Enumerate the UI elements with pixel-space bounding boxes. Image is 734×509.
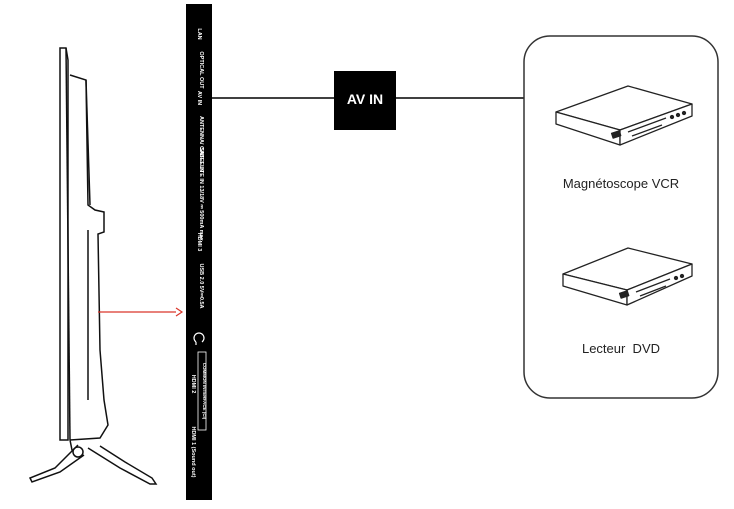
port-panel: LAN OPTICAL OUT AV IN ANTENNA/ CABLE IN … [186,4,212,500]
svg-text:AV IN: AV IN [196,91,202,105]
dvd-label: Lecteur DVD [582,341,660,356]
port-label-av-in: AV IN [196,91,202,105]
svg-text:OPTICAL OUT: OPTICAL OUT [198,51,204,89]
dvd-player-icon [562,247,693,306]
svg-text:COMMON INTERFACE (CI): COMMON INTERFACE (CI) [202,363,207,420]
port-label-usb: USB 2.0 5V⎓0.5A [198,263,204,308]
tv-side-view [28,47,158,485]
svg-text:HDMI 1 (Sound out): HDMI 1 (Sound out) [190,426,196,477]
svg-text:LAN: LAN [196,28,202,39]
common-interface-slot: COMMON INTERFACE (CI) [197,351,207,431]
pointer-arrow [98,307,184,317]
svg-text:SATELLITE IN 13/18V ⎓ 500mA ma: SATELLITE IN 13/18V ⎓ 500mA max [198,147,204,241]
vcr-icon [555,85,693,146]
port-label-optical-out: OPTICAL OUT [198,51,204,89]
svg-text:ANTENNA/ CABLE IN: ANTENNA/ CABLE IN [198,116,204,172]
svg-text:Lecteur DVD: Lecteur DVD [582,341,660,356]
svg-text:HDMI 3: HDMI 3 [196,233,202,252]
port-label-hdmi-2: HDMI 2 [190,375,196,394]
svg-text:HDMI 2: HDMI 2 [190,375,196,394]
svg-text:Magnétoscope VCR: Magnétoscope VCR [563,176,679,191]
port-label-hdmi-1: HDMI 1 (Sound out) [190,426,196,477]
port-label-antenna: ANTENNA/ CABLE IN [198,116,204,172]
port-label-satellite: SATELLITE IN 13/18V ⎓ 500mA max [198,147,204,241]
port-label-hdmi-3: HDMI 3 [196,233,202,252]
av-in-connector-label: AV IN [334,71,396,130]
headphone-icon [193,332,205,345]
port-label-lan: LAN [196,28,202,39]
svg-text:USB 2.0 5V⎓0.5A: USB 2.0 5V⎓0.5A [198,263,204,308]
svg-text:AV IN: AV IN [347,91,383,107]
vcr-label: Magnétoscope VCR [563,176,679,191]
